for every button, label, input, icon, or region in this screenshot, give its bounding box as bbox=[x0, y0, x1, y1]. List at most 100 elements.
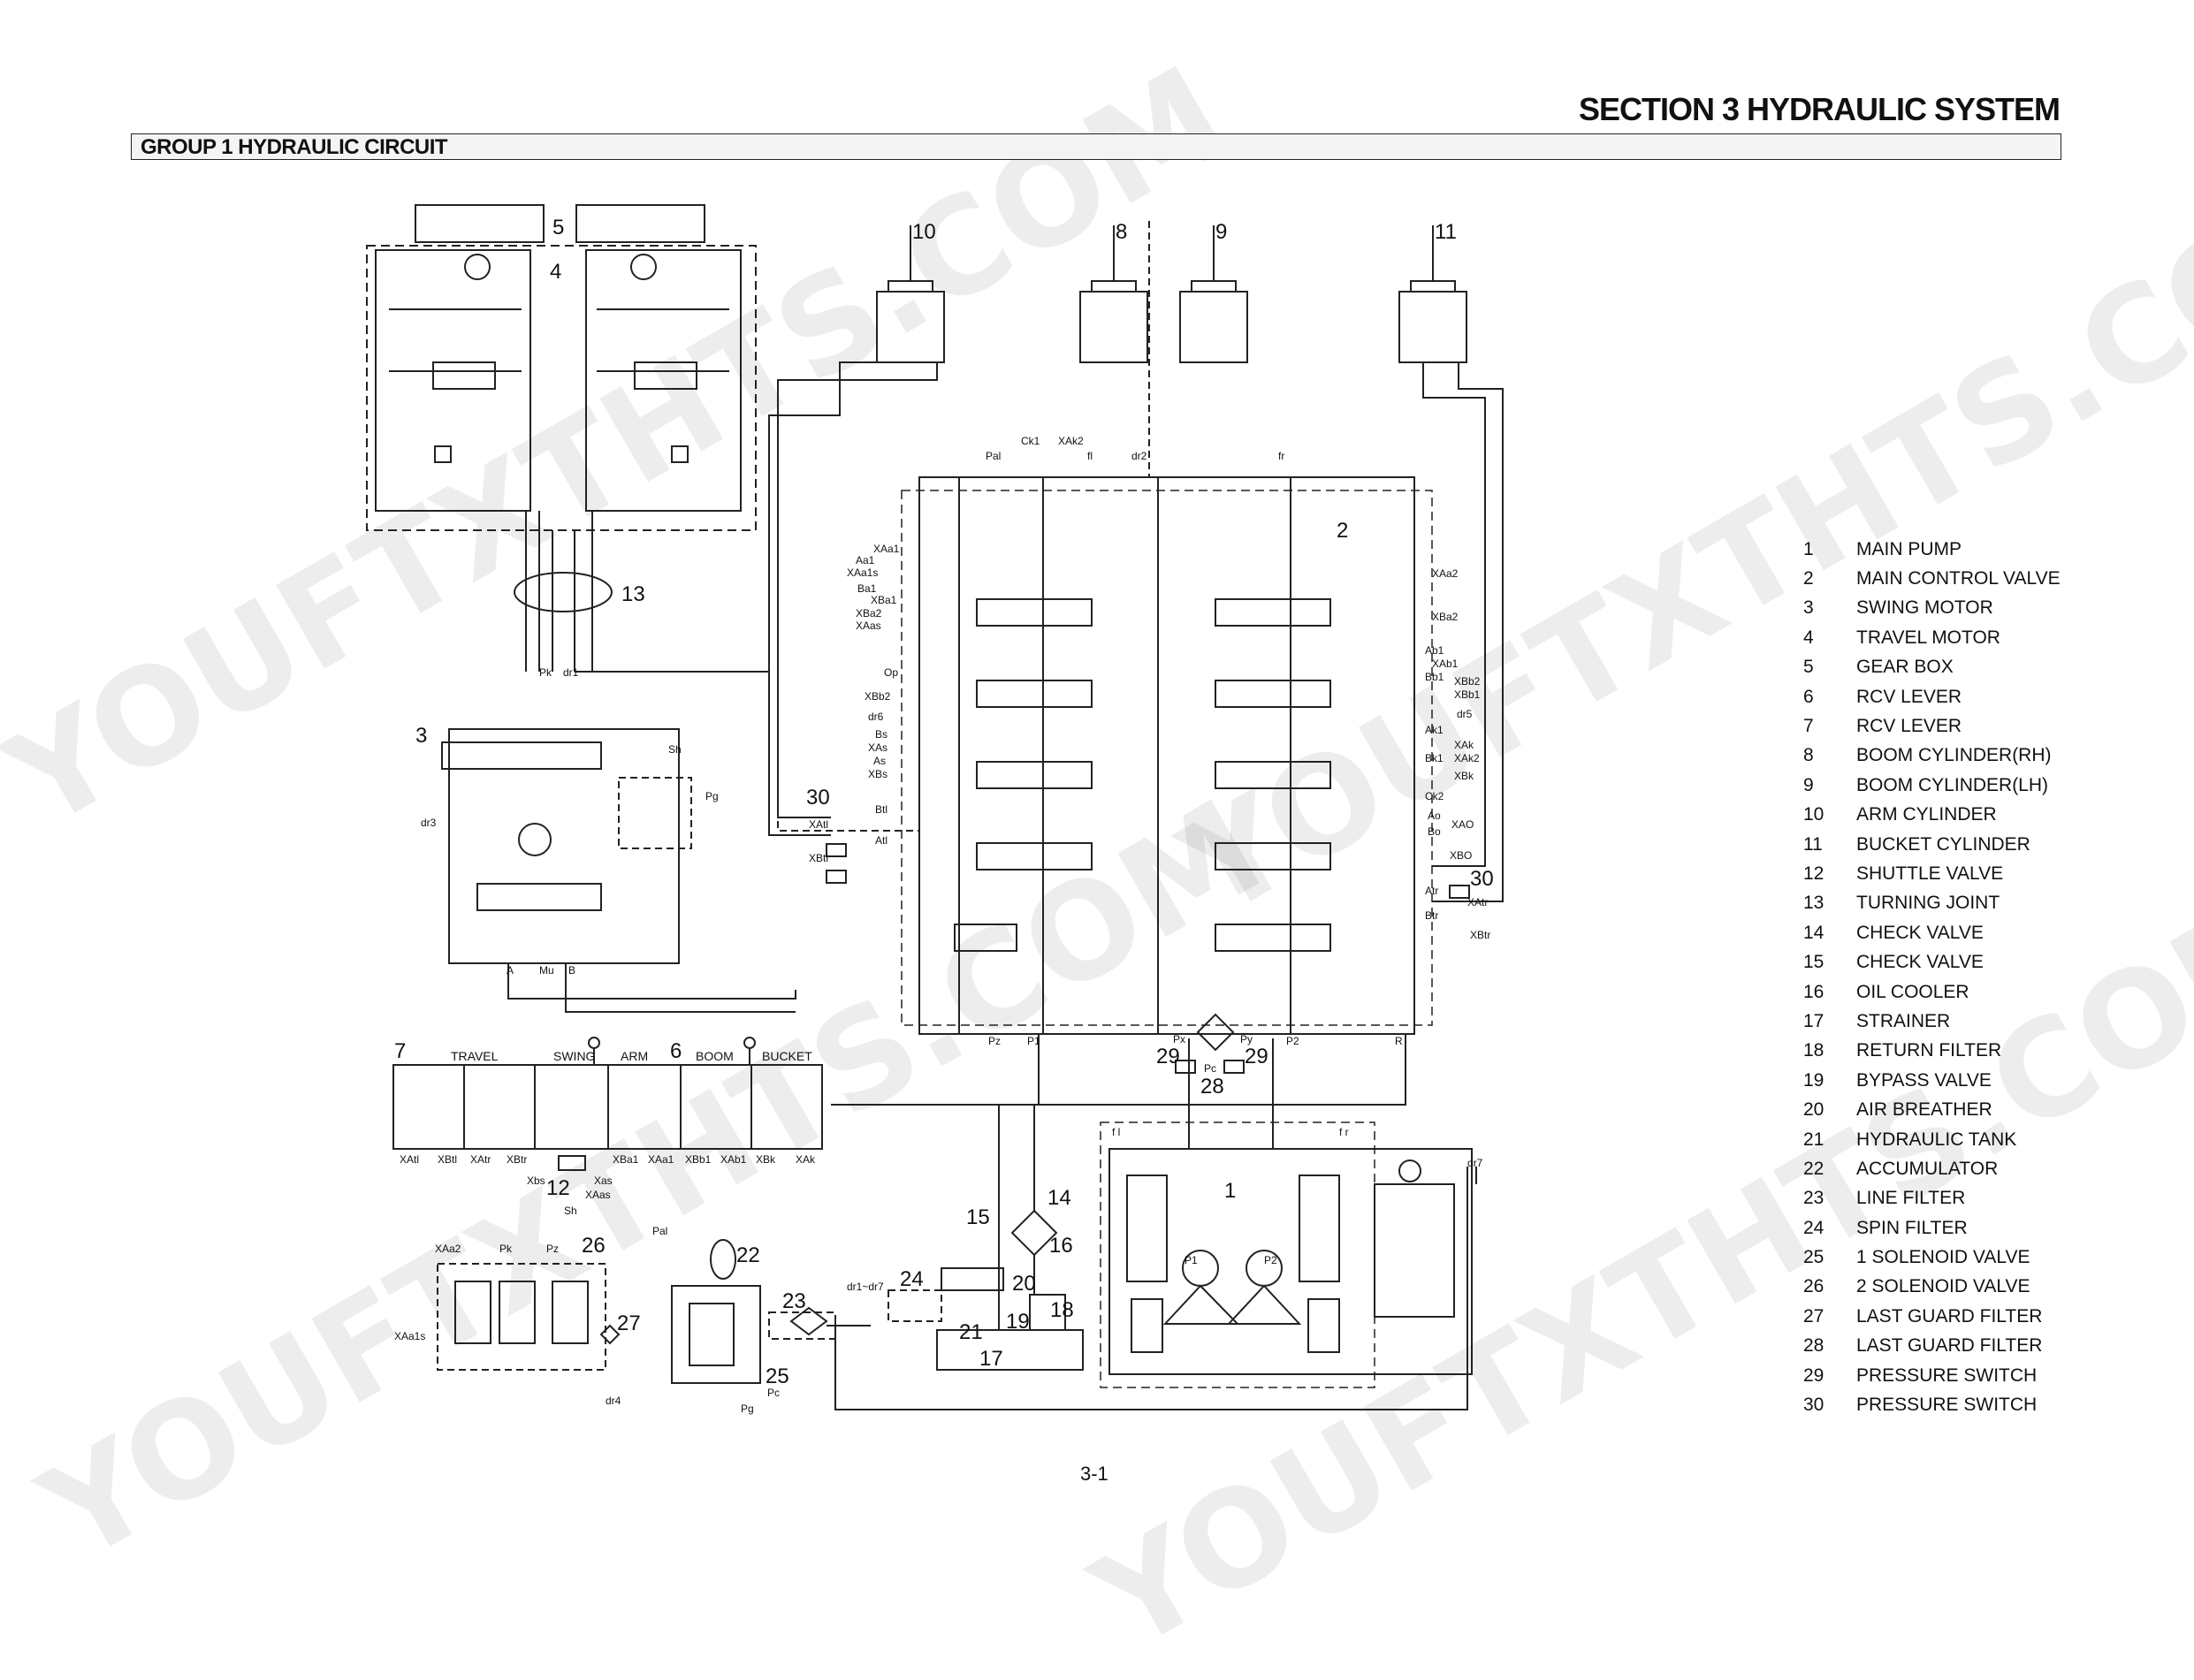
port-label: TRAVEL bbox=[451, 1049, 499, 1063]
port-label: BOOM bbox=[696, 1049, 734, 1063]
port-label: XBb1 bbox=[685, 1153, 712, 1166]
legend-label: BUCKET CYLINDER bbox=[1856, 833, 2030, 855]
hydraulic-tank bbox=[936, 1329, 1084, 1371]
port-label: XBtr bbox=[1470, 929, 1490, 941]
boom-cylinder-lh bbox=[1179, 291, 1248, 363]
port-label: BUCKET bbox=[762, 1049, 812, 1063]
port-label: Btr bbox=[1425, 909, 1438, 922]
port-label: XAtr bbox=[470, 1153, 491, 1166]
page-number: 3-1 bbox=[1080, 1463, 1108, 1485]
legend-number: 27 bbox=[1803, 1305, 1825, 1327]
port-label: B bbox=[568, 964, 575, 977]
port-label: dr6 bbox=[868, 711, 884, 723]
callout-7: 7 bbox=[394, 1039, 406, 1063]
port-label: XAk bbox=[1454, 739, 1474, 751]
legend-number: 3 bbox=[1803, 597, 1814, 619]
legend-number: 11 bbox=[1803, 833, 1823, 855]
port-label: Ak1 bbox=[1425, 724, 1444, 736]
legend-label: BOOM CYLINDER(RH) bbox=[1856, 745, 2052, 766]
legend-label: TRAVEL MOTOR bbox=[1856, 627, 2000, 648]
gear-box-right bbox=[575, 204, 705, 243]
callout-11: 11 bbox=[1435, 220, 1457, 244]
port-label: Atr bbox=[1425, 885, 1438, 897]
port-label: XBa1 bbox=[871, 594, 897, 606]
legend-label: PRESSURE SWITCH bbox=[1856, 1395, 2038, 1416]
group-header-bar: GROUP 1 HYDRAULIC CIRCUIT bbox=[131, 133, 2061, 160]
port-label: dr4 bbox=[606, 1395, 621, 1407]
legend-label: PRESSURE SWITCH bbox=[1856, 1365, 2038, 1386]
callout-24: 24 bbox=[900, 1267, 924, 1291]
port-label: XBa2 bbox=[856, 607, 882, 620]
callout-30b: 30 bbox=[1470, 867, 1494, 891]
port-label: f l bbox=[1112, 1126, 1120, 1138]
callout-14: 14 bbox=[1047, 1186, 1071, 1210]
port-label: XBb2 bbox=[865, 690, 891, 703]
legend-number: 28 bbox=[1803, 1335, 1825, 1357]
legend-row: 30 PRESSURE SWITCH bbox=[1794, 1390, 2166, 1419]
legend-label: BOOM CYLINDER(LH) bbox=[1856, 774, 2049, 795]
port-label: XAtl bbox=[400, 1153, 419, 1166]
legend-number: 24 bbox=[1803, 1217, 1825, 1238]
legend-label: STRAINER bbox=[1856, 1010, 1951, 1031]
callout-29b: 29 bbox=[1245, 1045, 1268, 1068]
legend-number: 18 bbox=[1803, 1040, 1825, 1061]
legend-number: 30 bbox=[1803, 1395, 1825, 1416]
port-label: Aa1 bbox=[856, 554, 875, 566]
legend-label: CHECK VALVE bbox=[1856, 922, 1984, 943]
callout-17: 17 bbox=[979, 1347, 1003, 1371]
port-label: XBk bbox=[756, 1153, 776, 1166]
port-label: dr1 bbox=[563, 666, 579, 679]
legend-label: SHUTTLE VALVE bbox=[1856, 863, 2004, 884]
port-label: XAa1 bbox=[873, 543, 900, 555]
legend-number: 14 bbox=[1803, 922, 1825, 943]
port-label: XAa1s bbox=[394, 1330, 425, 1342]
legend-label: ACCUMULATOR bbox=[1856, 1158, 1999, 1179]
port-label: Ck2 bbox=[1425, 790, 1444, 802]
callout-29a: 29 bbox=[1156, 1045, 1180, 1068]
hydraulic-circuit-diagram: 5 4 10 8 9 11 2 13 3 30 30 7 6 29 29 28 … bbox=[366, 204, 1504, 1415]
port-label: XAb1 bbox=[720, 1153, 747, 1166]
port-label: P2 bbox=[1286, 1035, 1299, 1047]
legend-label: ARM CYLINDER bbox=[1856, 804, 1997, 825]
port-label: Pz bbox=[546, 1243, 559, 1255]
section-title: SECTION 3 HYDRAULIC SYSTEM bbox=[1578, 91, 2061, 127]
legend-number: 6 bbox=[1803, 686, 1814, 707]
port-label: Pz bbox=[988, 1035, 1001, 1047]
legend-label: RCV LEVER bbox=[1856, 716, 1962, 737]
callout-8: 8 bbox=[1116, 220, 1127, 244]
line-filter bbox=[789, 1306, 828, 1336]
legend-row: 27 LAST GUARD FILTER bbox=[1794, 1302, 2166, 1331]
port-label: Sh bbox=[668, 743, 682, 756]
port-label: Ba1 bbox=[857, 582, 877, 595]
legend-label: SWING MOTOR bbox=[1856, 597, 1993, 619]
legend-number: 29 bbox=[1803, 1365, 1825, 1386]
legend-row: 29 PRESSURE SWITCH bbox=[1794, 1361, 2166, 1390]
legend-label: LAST GUARD FILTER bbox=[1856, 1305, 2043, 1327]
port-label: P2 bbox=[1264, 1254, 1277, 1266]
legend-number: 9 bbox=[1803, 774, 1814, 795]
port-label: Pk bbox=[539, 666, 552, 679]
accumulator bbox=[710, 1239, 736, 1280]
main-control-valve bbox=[918, 476, 1415, 1035]
port-label: XAk bbox=[796, 1153, 816, 1166]
legend-label: RETURN FILTER bbox=[1856, 1040, 2002, 1061]
group-title: GROUP 1 HYDRAULIC CIRCUIT bbox=[141, 135, 448, 159]
port-label: fl bbox=[1087, 450, 1093, 462]
port-label: Pal bbox=[986, 450, 1001, 462]
port-label: XBtl bbox=[809, 852, 828, 864]
callout-10: 10 bbox=[912, 220, 936, 244]
legend-number: 19 bbox=[1803, 1069, 1825, 1091]
port-label: XBa1 bbox=[613, 1153, 639, 1166]
legend-number: 25 bbox=[1803, 1247, 1825, 1268]
callout-18: 18 bbox=[1050, 1298, 1074, 1322]
callout-4: 4 bbox=[550, 260, 561, 284]
legend-number: 21 bbox=[1803, 1129, 1825, 1150]
